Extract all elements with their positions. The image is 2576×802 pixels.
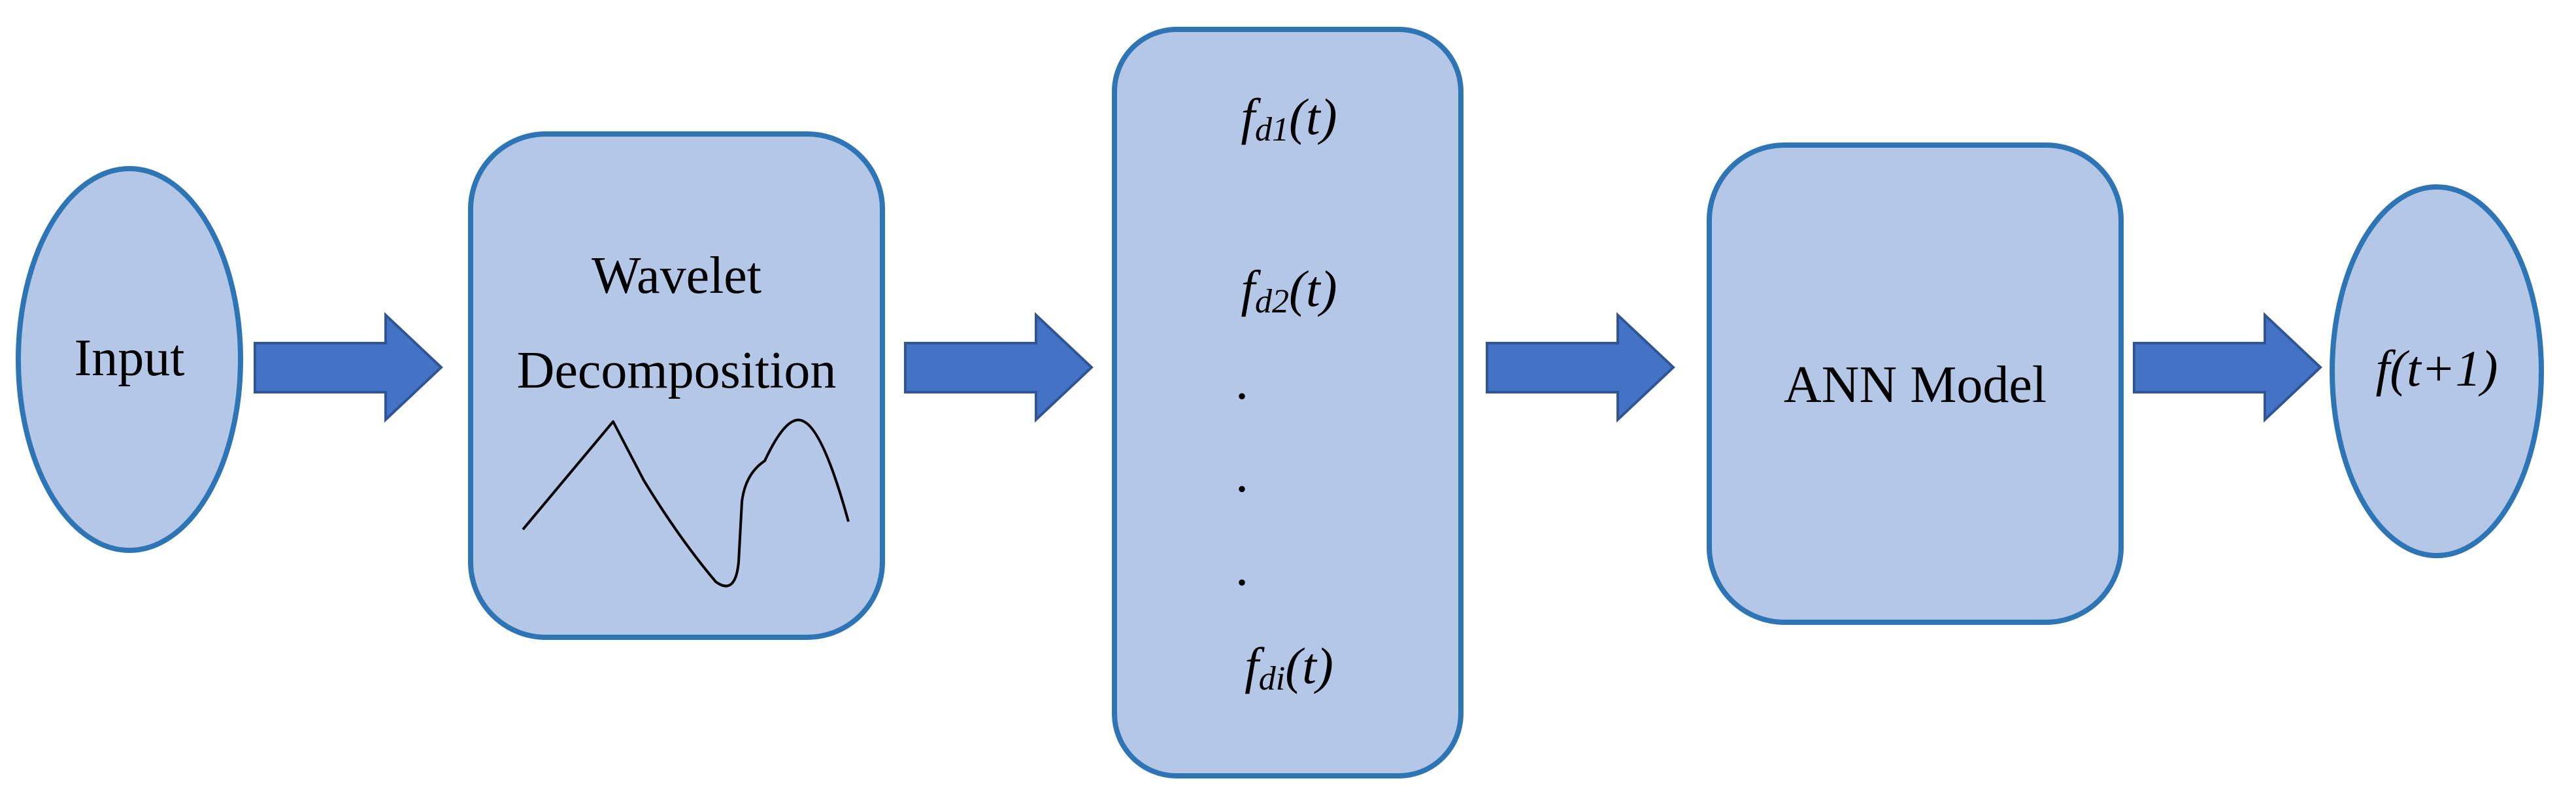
ellipsis-dot-2: .	[1235, 446, 1248, 503]
ellipsis-dot-1: .	[1235, 353, 1248, 410]
arrow-components-to-ann	[1486, 312, 1675, 423]
input-label: Input	[75, 329, 185, 387]
decomposed-components-node: fd1(t) fd2(t) . . . fdi(t)	[1112, 27, 1464, 778]
arrow-ann-to-output	[2133, 312, 2322, 423]
input-node: Input	[16, 166, 243, 553]
wavelet-label-line2: Decomposition	[517, 342, 837, 399]
ann-model-label: ANN Model	[1784, 356, 2047, 414]
component-fd2-label: fd2(t)	[1241, 260, 1337, 320]
waveform-sketch	[522, 418, 850, 588]
output-node: f(t+1)	[2330, 184, 2544, 558]
arrow-input-to-wavelet	[254, 312, 443, 423]
component-fdi-label: fdi(t)	[1245, 637, 1333, 697]
component-fd1-label: fd1(t)	[1241, 88, 1337, 148]
ellipsis-dot-3: .	[1235, 539, 1248, 597]
output-label: f(t+1)	[2376, 340, 2498, 397]
ann-model-node: ANN Model	[1707, 142, 2124, 625]
arrow-wavelet-to-components	[904, 312, 1094, 423]
wavelet-decomposition-node: Wavelet Decomposition	[468, 131, 885, 640]
wavelet-label-line1: Wavelet	[592, 247, 761, 305]
